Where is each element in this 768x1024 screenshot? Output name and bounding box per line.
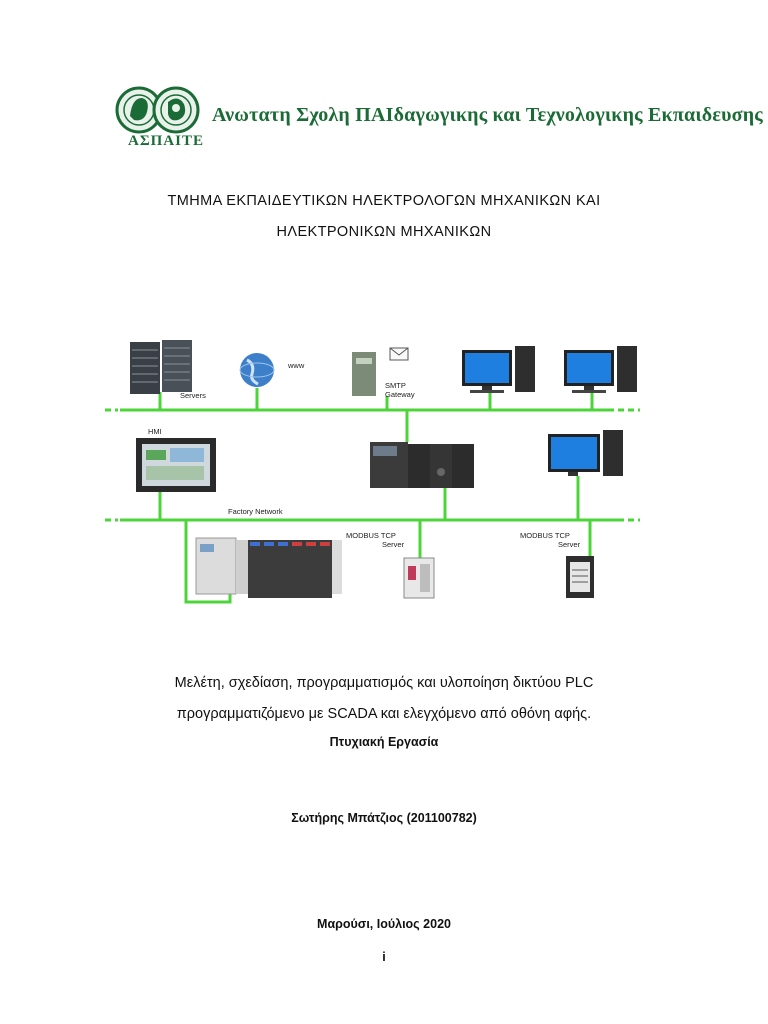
modbus-server-1-icon [403, 557, 435, 599]
smtp-label-line2: Gateway [385, 390, 415, 399]
thesis-title-line1: Μελέτη, σχεδίαση, προγραμματισμός και υλ… [174, 675, 594, 691]
smtp-gateway-icon [352, 347, 409, 396]
globe-icon [239, 353, 275, 387]
department-title-line2: ΗΛΕΚΤΡΟΝΙΚΩΝ ΜΗΧΑΝΙΚΩΝ [276, 224, 492, 240]
smtp-label-line1: SMTP [385, 381, 406, 390]
plc-network-diagram: Servers www SMTP Gateway HMI [105, 340, 640, 604]
modbus-server-1-label-line1: MODBUS TCP [346, 531, 396, 540]
hmi-label: HMI [148, 427, 162, 436]
modbus-server-2-icon [566, 556, 594, 598]
page-number: i [382, 950, 386, 964]
modbus-server-2-label-line2: Server [558, 540, 581, 549]
institution-seal-icon [115, 86, 200, 134]
institution-name: Ανωτατη Σχολη ΠΑΙδαγωγικης και Τεχνολογι… [212, 104, 763, 126]
department-title-line1: ΤΜΗΜΑ ΕΚΠΑΙΔΕΥΤΙΚΩΝ ΗΛΕΚΤΡΟΛΟΓΩΝ ΜΗΧΑΝΙΚ… [167, 193, 601, 209]
thesis-type: Πτυχιακή Εργασία [329, 735, 439, 749]
workstation-icon [564, 346, 637, 393]
author-name: Σωτήρης Μπάτζιος (201100782) [291, 811, 477, 825]
modular-plc-icon [195, 537, 342, 598]
workstation-icon [462, 346, 535, 393]
workstation-icon [548, 430, 623, 476]
hmi-touch-panel-icon [136, 438, 216, 492]
institution-acronym: ΑΣΠΑΙΤΕ [128, 133, 204, 149]
factory-network-label: Factory Network [228, 507, 283, 516]
servers-icon [130, 340, 192, 394]
modbus-server-2-label-line1: MODBUS TCP [520, 531, 570, 540]
servers-label: Servers [180, 391, 206, 400]
modbus-server-1-label-line2: Server [382, 540, 405, 549]
place-date: Μαρούσι, Ιούλιος 2020 [317, 917, 451, 931]
www-label: www [287, 361, 305, 370]
plc-rack-icon [370, 442, 474, 488]
thesis-title-line2: προγραμματιζόμενο με SCADA και ελεγχόμεν… [176, 706, 592, 722]
